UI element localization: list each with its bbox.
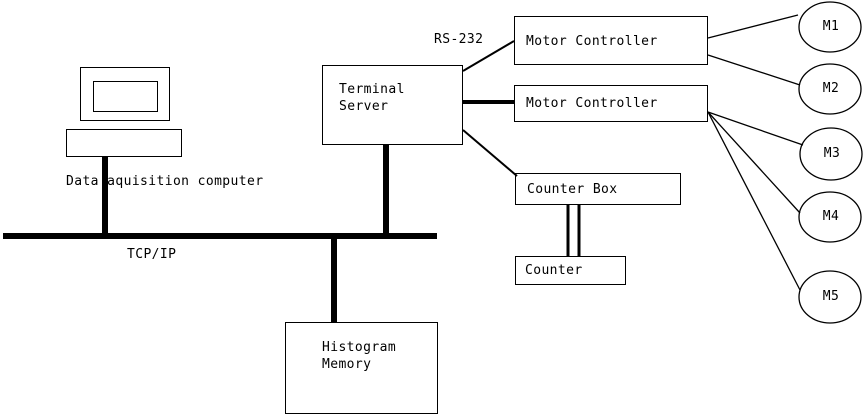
- motor-label-m5: M5: [822, 289, 840, 304]
- data-acquisition-computer-label: Data aquisition computer: [66, 174, 264, 189]
- mc2-to-m5-line: [707, 111, 801, 291]
- motor-label-m3: M3: [823, 146, 841, 161]
- motor-controller-2-box: [514, 85, 708, 122]
- terminal-server-label-line2: Server: [339, 99, 389, 114]
- counter-box-label: Counter Box: [527, 182, 618, 197]
- monitor-screen: [93, 81, 158, 112]
- tcpip-bus-label: TCP/IP: [127, 247, 177, 262]
- histogram-memory-label-line1: Histogram: [322, 340, 397, 355]
- motor-label-m1: M1: [822, 19, 840, 34]
- ts-to-motor-controller-1-line: [462, 40, 515, 72]
- motor-controller-1-box: [514, 16, 708, 65]
- motor-ellipse-m2: [798, 63, 862, 115]
- motor-controller-1-label: Motor Controller: [526, 34, 658, 49]
- motor-ellipse-m3: [799, 127, 863, 181]
- motor-controller-2-label: Motor Controller: [526, 96, 658, 111]
- motor-ellipse-m1: [798, 1, 862, 53]
- mc2-to-m3-line: [707, 111, 804, 146]
- motor-ellipse-m5: [798, 270, 862, 324]
- mc1-to-m2-line: [707, 54, 801, 86]
- terminal-server-label-line1: Terminal: [339, 82, 405, 97]
- terminal-server-box: [322, 65, 463, 145]
- ts-to-counter-box-line: [462, 129, 518, 177]
- mc1-to-m1-line: [707, 14, 799, 39]
- counter-box-box: [515, 173, 681, 205]
- histogram-memory-label-line2: Memory: [322, 357, 372, 372]
- counter-label: Counter: [525, 263, 583, 278]
- motor-label-m4: M4: [822, 209, 840, 224]
- monitor-case: [80, 67, 170, 121]
- keyboard-base: [66, 129, 182, 157]
- motor-label-m2: M2: [822, 81, 840, 96]
- counter-box: [515, 256, 626, 285]
- motor-ellipse-m4: [798, 191, 862, 243]
- mc2-to-m4-line: [707, 111, 801, 214]
- rs232-label: RS-232: [434, 32, 484, 47]
